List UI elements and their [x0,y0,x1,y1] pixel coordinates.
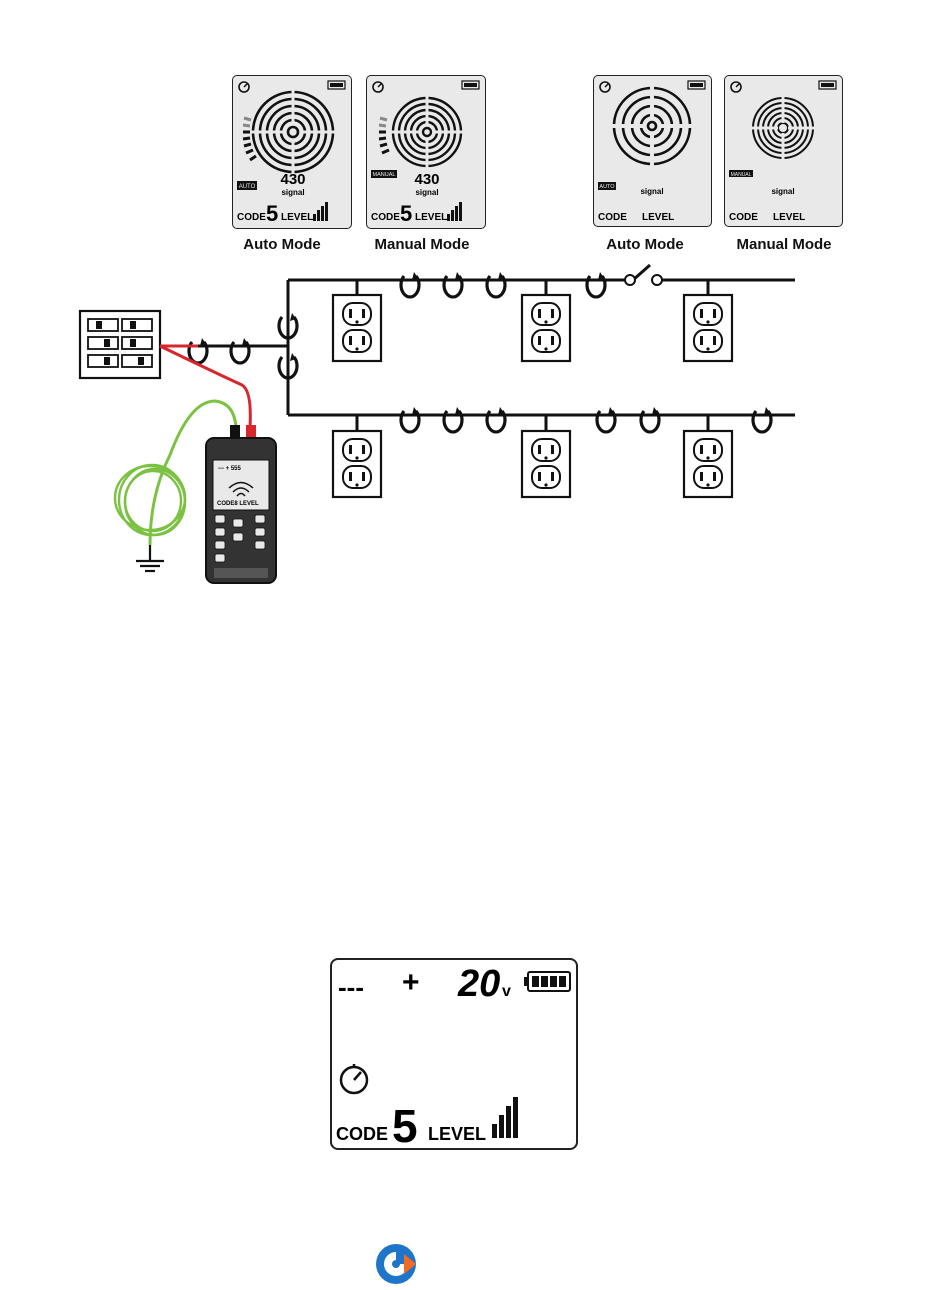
code-label: CODE [371,212,400,223]
svg-text:--- + 555: --- + 555 [218,466,242,472]
battery-icon [328,81,345,89]
signal-label: signal [415,188,438,197]
reading-value: 430 [414,171,439,188]
outlet-icon [684,431,732,497]
code-value: 5 [266,201,278,226]
caption-manual-mode-1: Manual Mode [352,236,492,253]
receiver-screen-auto-idle: signal AUTO CODE LEVEL [593,75,712,227]
level-label: LEVEL [415,212,447,223]
level-label: LEVEL [642,212,674,223]
transmitter-device: --- + 555 CODE8 LEVEL [206,425,276,583]
dc-symbol: --- [338,972,364,1002]
signal-rings [249,88,337,176]
receiver-screen-manual-signal: 430 signal MANUAL CODE 5 LEVEL [366,75,486,229]
timer-icon [600,82,610,92]
timer-icon [731,82,741,92]
receiver-screen-manual-idle: signal MANUAL CODE LEVEL [724,75,843,227]
code-label: CODE [729,212,758,223]
ground-icon [136,545,164,571]
level-label: LEVEL [428,1124,486,1144]
signal-rings [389,94,465,170]
signal-label: signal [640,187,663,196]
battery-icon [462,81,479,89]
code-label: CODE [237,212,266,223]
signal-label: signal [771,187,794,196]
caption-auto-mode-2: Auto Mode [575,236,715,253]
voltage-unit: v [502,983,511,1000]
timer-icon [341,1064,367,1093]
receiver-screen-auto-signal: 430 signal AUTO CODE 5 LEVEL [232,75,352,229]
signal-rings [751,96,815,160]
wiring-diagram: --- + 555 CODE8 LEVEL [0,255,950,600]
battery-icon [688,81,705,89]
mode-badge: AUTO [599,184,615,190]
signal-label: signal [281,188,304,197]
outlet-icon [522,295,570,361]
reading-value: 430 [280,171,305,188]
outlet-icon [333,295,381,361]
battery-icon [524,972,570,991]
brand-logo-icon [374,1242,418,1286]
level-label: LEVEL [281,212,313,223]
outlet-icon [684,295,732,361]
svg-text:CODE8 LEVEL: CODE8 LEVEL [217,501,259,507]
battery-icon [819,81,836,89]
mode-badge: MANUAL [731,172,752,178]
switch-contact [652,275,662,285]
polarity-plus: + [402,966,420,999]
code-value: 5 [392,1100,418,1148]
level-label: LEVEL [773,212,805,223]
level-bars [447,202,462,221]
switch-contact [625,275,635,285]
transmitter-lcd: --- + 20 v CODE 5 LEVEL [330,958,578,1150]
strength-arc [379,118,389,153]
level-bars [313,202,328,221]
code-label: CODE [336,1124,388,1144]
outlet-icon [333,431,381,497]
caption-manual-mode-2: Manual Mode [714,236,854,253]
level-bars [492,1097,518,1138]
mode-badge: MANUAL [373,172,396,178]
caption-auto-mode-1: Auto Mode [212,236,352,253]
breaker-panel-icon [80,311,160,378]
code-label: CODE [598,212,627,223]
voltage-value: 20 [457,963,500,1005]
signal-rings [612,86,692,166]
timer-icon [239,82,249,92]
mode-badge: AUTO [239,184,256,190]
timer-icon [373,82,383,92]
code-value: 5 [400,201,412,226]
outlet-icon [522,431,570,497]
